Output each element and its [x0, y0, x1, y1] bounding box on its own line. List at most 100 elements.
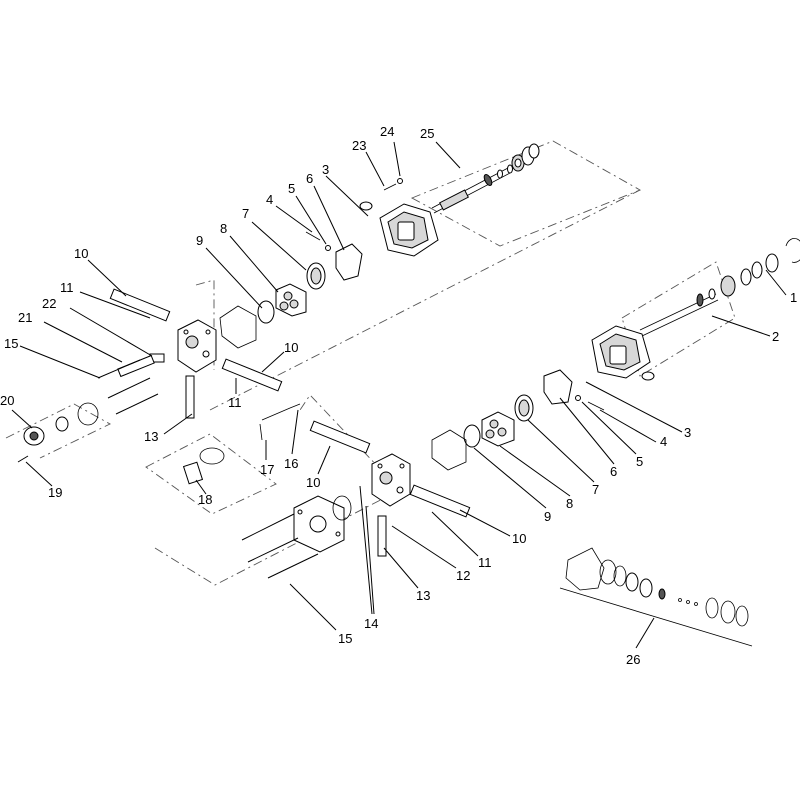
rotating-group-8-right — [481, 411, 515, 447]
callout-20: 20 — [0, 393, 14, 408]
right-pump-section — [431, 238, 800, 471]
leader-20 — [11, 409, 33, 429]
leader-15-lower — [289, 583, 337, 631]
callout-18: 18 — [198, 492, 212, 507]
leader-24 — [393, 141, 401, 177]
leader-3-lower — [585, 381, 683, 433]
stud-4-right — [587, 401, 605, 411]
leader-13-upper — [163, 413, 193, 435]
leader-5-upper — [295, 195, 327, 245]
stud-4-upper — [305, 231, 321, 241]
leader-19 — [25, 461, 53, 487]
leader-10-a — [87, 259, 127, 297]
seal-kit-26 — [559, 547, 753, 647]
callout-10-b: 10 — [284, 340, 298, 355]
leader-12 — [391, 525, 457, 569]
callout-9-upper: 9 — [196, 233, 203, 248]
callout-1: 1 — [790, 290, 797, 305]
callout-15-lower: 15 — [338, 631, 352, 646]
shaft-kit-25 — [431, 143, 540, 214]
callout-4-lower: 4 — [660, 434, 667, 449]
end-cap-lower — [371, 453, 411, 507]
callout-10-d: 10 — [512, 531, 526, 546]
callout-13-upper: 13 — [144, 429, 158, 444]
shaft-kit-2 — [621, 238, 800, 377]
callout-6-lower: 6 — [610, 464, 617, 479]
left-endcap-section — [17, 288, 283, 463]
cam-plate-right — [543, 369, 573, 405]
callout-11-b: 11 — [228, 395, 242, 410]
bar-13-upper — [185, 375, 195, 419]
callout-12: 12 — [456, 568, 470, 583]
valve-plate-9-upper — [257, 300, 275, 324]
callout-8-upper: 8 — [220, 221, 227, 236]
leader-3-upper — [325, 175, 369, 217]
leader-14-a — [359, 485, 373, 615]
leader-15-upper — [19, 345, 101, 379]
pin-5-upper — [325, 245, 331, 251]
o-ring-lower — [332, 495, 352, 521]
pin-5-right — [575, 395, 581, 401]
o-ring-18 — [199, 447, 225, 465]
leader-11-a — [79, 291, 151, 319]
lower-center-section — [182, 403, 471, 579]
leader-8-lower — [499, 445, 571, 497]
callout-4-upper: 4 — [266, 192, 273, 207]
callout-11-c: 11 — [478, 555, 492, 570]
pump-housing-right — [591, 325, 655, 381]
leader-9-upper — [205, 247, 263, 309]
leader-10-d — [459, 509, 511, 537]
leader-23 — [365, 151, 385, 187]
leader-10-c — [317, 445, 331, 475]
leader-7-upper — [251, 221, 307, 271]
leader-18 — [195, 479, 207, 495]
leader-21 — [43, 321, 123, 363]
callout-25: 25 — [420, 126, 434, 141]
bolts-15-lower — [241, 513, 319, 579]
bolts-15-upper — [97, 359, 159, 415]
leader-2 — [711, 315, 771, 337]
callout-9-lower: 9 — [544, 509, 551, 524]
assembly-center-line — [209, 189, 641, 411]
leader-7-lower — [527, 419, 595, 483]
callout-labels: 1 2 3 3 4 4 5 5 6 6 7 7 8 8 9 9 10 10 10… — [0, 124, 797, 667]
gasket-upper — [219, 305, 257, 349]
leader-lines — [11, 141, 787, 649]
leader-4-upper — [275, 205, 313, 233]
leader-10-b — [261, 351, 285, 373]
callout-10-c: 10 — [306, 475, 320, 490]
upper-pump-section — [219, 143, 540, 349]
callout-10-a: 10 — [74, 246, 88, 261]
callout-19: 19 — [48, 485, 62, 500]
seal-kit-20 — [23, 402, 99, 446]
mount-flange — [293, 495, 345, 553]
hose-16-17 — [261, 403, 301, 421]
callout-5-lower: 5 — [636, 454, 643, 469]
callout-23: 23 — [352, 138, 366, 153]
callout-8-lower: 8 — [566, 496, 573, 511]
leader-8-upper — [229, 235, 279, 293]
callout-7-upper: 7 — [242, 206, 249, 221]
bolt-19 — [17, 455, 29, 463]
leader-11-c — [431, 511, 479, 557]
cam-plate-upper — [335, 243, 363, 281]
leader-13-lower — [383, 547, 419, 589]
callout-11-a: 11 — [60, 280, 74, 295]
leader-14-b — [365, 505, 375, 615]
callout-7-lower: 7 — [592, 482, 599, 497]
pin-23 — [383, 183, 397, 191]
leader-5-lower — [581, 401, 637, 455]
callout-5-upper: 5 — [288, 181, 295, 196]
callout-26: 26 — [626, 652, 640, 667]
rotating-group-8-upper — [275, 283, 307, 317]
leader-25 — [435, 141, 461, 169]
callout-3-lower: 3 — [684, 425, 691, 440]
bracket-21 — [117, 354, 155, 378]
end-cap-upper — [177, 319, 217, 373]
callout-6-upper: 6 — [306, 171, 313, 186]
leader-6-upper — [313, 185, 345, 251]
gasket-right — [431, 429, 467, 471]
callout-13-lower: 13 — [416, 588, 430, 603]
leader-9-lower — [473, 447, 547, 509]
